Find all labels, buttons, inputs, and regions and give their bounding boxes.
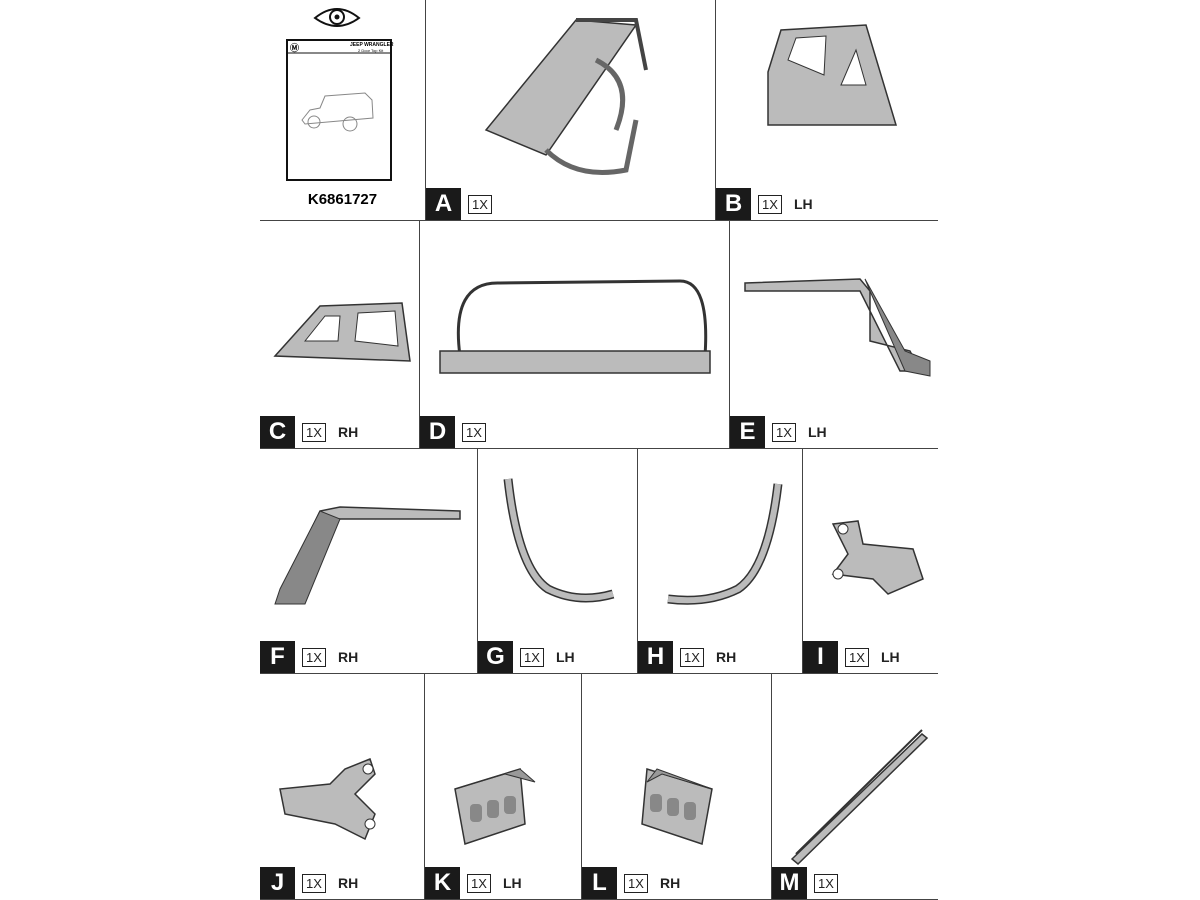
part-letter-badge: H [638, 641, 673, 673]
part-illustration [484, 18, 648, 175]
part-cell-k: K 1X LH [425, 674, 582, 900]
part-side: RH [338, 424, 359, 440]
part-letter-badge: E [730, 416, 765, 448]
part-cell-g: G 1X LH [478, 449, 638, 674]
part-quantity: 1X [302, 874, 326, 893]
part-side: RH [338, 875, 359, 891]
part-illustration [767, 24, 898, 126]
part-letter-badge: A [426, 188, 461, 220]
part-cell-a: A 1X [426, 0, 716, 221]
part-letter-badge: L [582, 867, 617, 899]
part-cell-l: L 1X RH [582, 674, 772, 900]
part-illustration [279, 758, 376, 841]
booklet-illustration: Ⓜ [286, 8, 392, 181]
part-letter-badge: K [425, 867, 460, 899]
part-letter-badge: B [716, 188, 751, 220]
part-quantity: 1X [772, 423, 796, 442]
part-cell-h: H 1X RH [638, 449, 803, 674]
booklet-title: JEEP WRANGLER [350, 42, 394, 48]
part-cell-f: F 1X RH [260, 449, 478, 674]
part-side: LH [503, 875, 522, 891]
part-quantity: 1X [462, 423, 486, 442]
part-letter-badge: I [803, 641, 838, 673]
part-quantity: 1X [302, 423, 326, 442]
part-illustration [641, 768, 713, 845]
part-cell-c: C 1X RH [260, 221, 420, 449]
part-quantity: 1X [814, 874, 838, 893]
part-illustration [454, 768, 536, 845]
part-illustration [274, 506, 461, 605]
part-side: LH [808, 424, 827, 440]
part-cell-d: D 1X [420, 221, 730, 449]
part-side: RH [716, 649, 737, 665]
part-illustration [273, 302, 411, 362]
part-illustration [667, 483, 783, 605]
part-illustration [439, 279, 711, 374]
part-quantity: 1X [758, 195, 782, 214]
part-letter-badge: J [260, 867, 295, 899]
part-illustration [831, 520, 924, 595]
part-cell-j: J 1X RH [260, 674, 425, 900]
part-quantity: 1X [680, 648, 704, 667]
part-side: LH [881, 649, 900, 665]
part-cell-i: I 1X LH [803, 449, 938, 674]
part-quantity: 1X [520, 648, 544, 667]
part-side: RH [338, 649, 359, 665]
part-quantity: 1X [468, 195, 492, 214]
part-quantity: 1X [845, 648, 869, 667]
part-side: LH [556, 649, 575, 665]
cover-cell: Ⓜ JEEP WRANGLER 2 Door Top Kit K6861727 [260, 0, 426, 221]
part-side: RH [660, 875, 681, 891]
part-cell-m: M 1X [772, 674, 938, 900]
part-quantity: 1X [467, 874, 491, 893]
part-illustration [503, 478, 615, 603]
part-letter-badge: F [260, 641, 295, 673]
booklet-subtitle: 2 Door Top Kit [358, 48, 384, 53]
part-letter-badge: G [478, 641, 513, 673]
part-cell-b: B 1X LH [716, 0, 938, 221]
part-letter-badge: C [260, 416, 295, 448]
kit-part-number: K6861727 [307, 191, 378, 208]
part-illustration [744, 278, 931, 377]
part-letter-badge: M [772, 867, 807, 899]
part-side: LH [794, 196, 813, 212]
part-cell-e: E 1X LH [730, 221, 938, 449]
part-letter-badge: D [420, 416, 455, 448]
part-quantity: 1X [302, 648, 326, 667]
svg-text:Ⓜ: Ⓜ [290, 42, 299, 53]
part-illustration [790, 729, 929, 866]
eye-icon [313, 8, 361, 27]
part-quantity: 1X [624, 874, 648, 893]
